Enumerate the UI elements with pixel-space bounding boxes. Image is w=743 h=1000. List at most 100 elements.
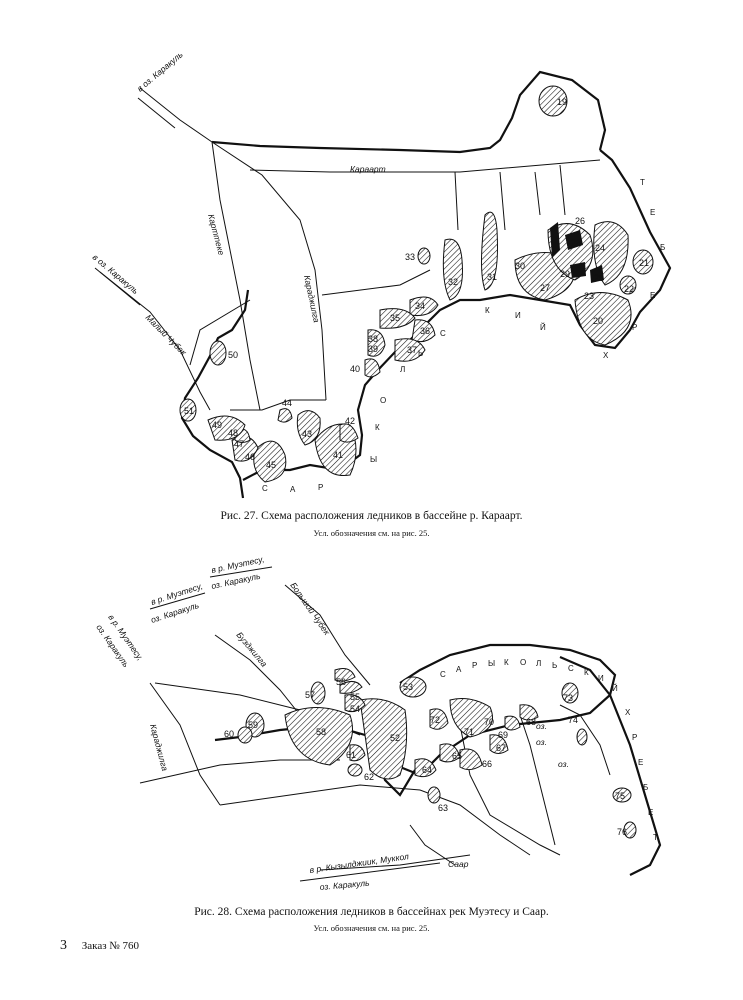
svg-text:69: 69: [498, 730, 508, 740]
svg-text:Х: Х: [603, 351, 609, 360]
svg-text:45: 45: [266, 460, 276, 470]
svg-text:А: А: [456, 665, 462, 674]
svg-text:55: 55: [350, 692, 360, 702]
svg-text:42: 42: [345, 416, 355, 426]
svg-text:32: 32: [448, 277, 458, 287]
fig27-dense-cluster: [550, 222, 604, 283]
svg-text:в р. Кызылджиик, Муккол: в р. Кызылджиик, Муккол: [309, 851, 410, 875]
svg-text:58: 58: [316, 727, 326, 737]
fig27-glaciers: [179, 85, 654, 483]
figure-27-map: 19 20 21 22 23 24 25 26 27 28 29 30 31 3…: [91, 49, 672, 499]
svg-text:51: 51: [184, 406, 194, 416]
svg-text:С: С: [440, 670, 446, 679]
svg-text:оз.: оз.: [536, 737, 547, 747]
svg-text:Саар: Саар: [448, 859, 469, 869]
svg-text:23: 23: [584, 291, 594, 301]
figure-28-map: 52 53 54 55 56 57 58 59 60 61 62 63 64 6…: [94, 554, 662, 892]
fig27-ridge-south: [242, 149, 672, 481]
svg-text:в оз. Каракуль: в оз. Каракуль: [91, 252, 141, 296]
svg-text:61: 61: [346, 750, 356, 760]
svg-text:73: 73: [563, 693, 573, 703]
fig28-rivers: [139, 584, 611, 871]
svg-text:Малый Чубек: Малый Чубек: [144, 312, 190, 358]
svg-text:Л: Л: [400, 365, 405, 374]
svg-text:Р: Р: [318, 483, 323, 492]
page-footer: 3 Заказ № 760: [60, 938, 139, 954]
svg-text:в оз. Каракуль: в оз. Каракуль: [135, 49, 185, 93]
svg-text:Й: Й: [540, 323, 546, 332]
svg-text:54: 54: [350, 704, 360, 714]
svg-text:24: 24: [595, 243, 605, 253]
svg-text:А: А: [290, 485, 296, 494]
svg-text:Р: Р: [632, 323, 637, 332]
fig28-ridge-labels: С А Р Ы К О Л Ь С К И Й Х Р Е Б Е Т: [440, 658, 658, 842]
svg-text:74: 74: [568, 715, 578, 725]
svg-text:35: 35: [390, 313, 400, 323]
svg-text:20: 20: [593, 316, 603, 326]
svg-text:40: 40: [350, 364, 360, 374]
svg-text:60: 60: [224, 729, 234, 739]
svg-text:31: 31: [487, 272, 497, 282]
svg-text:оз.: оз.: [558, 759, 569, 769]
svg-text:68: 68: [526, 717, 536, 727]
svg-text:67: 67: [496, 743, 506, 753]
svg-text:49: 49: [212, 420, 222, 430]
svg-text:Бузджилга: Бузджилга: [234, 630, 269, 669]
svg-text:Х: Х: [625, 708, 631, 717]
fig27-ridge-north: [211, 70, 607, 154]
svg-text:33: 33: [405, 252, 415, 262]
svg-text:19: 19: [557, 97, 567, 107]
svg-text:75: 75: [615, 791, 625, 801]
svg-text:65: 65: [452, 751, 462, 761]
svg-text:70: 70: [484, 717, 494, 727]
svg-text:О: О: [380, 396, 386, 405]
svg-text:Ы: Ы: [370, 455, 377, 464]
svg-text:26: 26: [575, 216, 585, 226]
svg-text:66: 66: [482, 759, 492, 769]
svg-text:64: 64: [422, 765, 432, 775]
order-number: Заказ № 760: [81, 940, 140, 952]
svg-text:оз. Каракуль: оз. Каракуль: [210, 571, 261, 591]
svg-text:Б: Б: [660, 243, 665, 252]
svg-text:К: К: [584, 668, 589, 677]
svg-text:52: 52: [390, 733, 400, 743]
svg-text:63: 63: [438, 803, 448, 813]
svg-text:С: С: [262, 484, 268, 493]
svg-text:К: К: [375, 423, 380, 432]
fig28-legend-note: Усл. обозначения см. на рис. 25.: [313, 923, 430, 933]
svg-text:оз. Каракуль: оз. Каракуль: [319, 878, 370, 892]
svg-text:62: 62: [364, 772, 374, 782]
fig27-glacier-labels: 19 20 21 22 23 24 25 26 27 28 29 30 31 3…: [184, 97, 649, 470]
svg-text:36: 36: [420, 326, 430, 336]
svg-text:Большой Чубек: Большой Чубек: [288, 580, 332, 637]
svg-text:59: 59: [248, 720, 258, 730]
fig27-river-labels: в оз. Каракуль в оз. Каракуль Караарт Ка…: [91, 49, 386, 358]
fig28-ridge-east: [559, 655, 662, 876]
fig27-ridge-labels: С А Р Ы К О Л Ь С К И Й Х Р Е Б Е Т: [262, 178, 665, 494]
svg-text:53: 53: [403, 682, 413, 692]
svg-text:Т: Т: [640, 178, 645, 187]
svg-text:47: 47: [234, 439, 244, 449]
svg-text:С: С: [568, 664, 574, 673]
svg-text:21: 21: [639, 258, 649, 268]
svg-text:41: 41: [333, 450, 343, 460]
fig27-rivers: [99, 87, 601, 411]
svg-text:Ь: Ь: [552, 661, 557, 670]
svg-text:29: 29: [560, 269, 570, 279]
page-number: 3: [60, 938, 67, 953]
svg-text:34: 34: [415, 301, 425, 311]
svg-text:38: 38: [368, 334, 378, 344]
svg-text:Е: Е: [648, 808, 653, 817]
svg-text:С: С: [440, 329, 446, 338]
svg-text:Караджилга: Караджилга: [302, 274, 322, 323]
svg-text:27: 27: [540, 283, 550, 293]
svg-text:Е: Е: [650, 291, 655, 300]
svg-text:71: 71: [464, 727, 474, 737]
fig27-caption: Рис. 27. Схема расположения ледников в б…: [220, 510, 523, 522]
svg-text:43: 43: [302, 429, 312, 439]
svg-text:Ы: Ы: [488, 659, 495, 668]
svg-text:48: 48: [228, 428, 238, 438]
svg-text:56: 56: [336, 677, 346, 687]
svg-text:Т: Т: [653, 833, 658, 842]
svg-text:30: 30: [515, 261, 525, 271]
